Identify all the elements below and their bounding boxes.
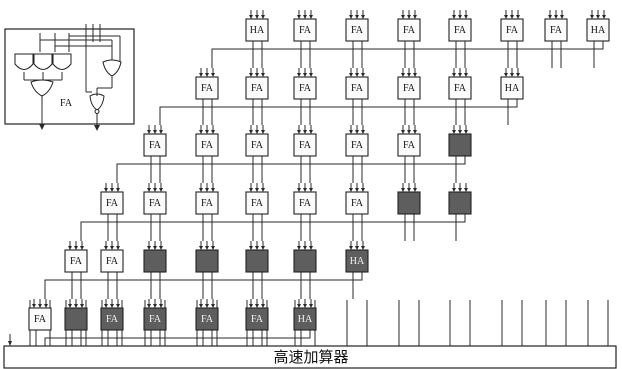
adder-cell-label: FA bbox=[201, 198, 214, 209]
adder-cell: FA bbox=[196, 77, 218, 99]
adder-cell: HA bbox=[346, 250, 368, 272]
adder-cell-label: FA bbox=[149, 140, 162, 151]
adder-cell bbox=[449, 134, 471, 156]
adder-cell: FA bbox=[196, 192, 218, 214]
adder-cell: FA bbox=[346, 19, 368, 41]
adder-cell: FA bbox=[101, 308, 123, 330]
adder-cell: FA bbox=[294, 134, 316, 156]
adder-cell-box bbox=[449, 192, 471, 214]
adder-cell: FA bbox=[246, 134, 268, 156]
adder-cell-label: FA bbox=[454, 83, 467, 94]
adder-cell-label: HA bbox=[250, 25, 265, 36]
adder-cell: FA bbox=[65, 250, 87, 272]
adder-cell-box bbox=[398, 192, 420, 214]
adder-cell: FA bbox=[398, 134, 420, 156]
adder-cell-label: FA bbox=[351, 140, 364, 151]
adder-cell-label: FA bbox=[201, 140, 214, 151]
adder-cell-box bbox=[449, 134, 471, 156]
inset-full-adder-schematic: FA bbox=[5, 24, 134, 131]
adder-cell-label: FA bbox=[251, 314, 264, 325]
adder-cell: HA bbox=[294, 308, 316, 330]
adder-cell-label: HA bbox=[298, 314, 313, 325]
adder-cell-label: HA bbox=[591, 25, 606, 36]
adder-cell-label: FA bbox=[149, 198, 162, 209]
adder-cell-box bbox=[144, 250, 166, 272]
adder-cell bbox=[294, 250, 316, 272]
adder-cell: FA bbox=[398, 77, 420, 99]
adder-cell-label: FA bbox=[201, 314, 214, 325]
adder-cell bbox=[144, 250, 166, 272]
adder-cell-label: HA bbox=[505, 83, 520, 94]
adder-cell: HA bbox=[501, 77, 523, 99]
adder-cell-label: FA bbox=[351, 198, 364, 209]
adder-cell: FA bbox=[101, 192, 123, 214]
adder-cell bbox=[246, 250, 268, 272]
adder-cell-label: FA bbox=[299, 140, 312, 151]
adder-cell: FA bbox=[346, 134, 368, 156]
adder-cell-label: FA bbox=[550, 25, 563, 36]
adder-cell bbox=[196, 250, 218, 272]
adder-cell: HA bbox=[246, 19, 268, 41]
adder-cell: FA bbox=[346, 192, 368, 214]
adder-cell-label: HA bbox=[350, 256, 365, 267]
adder-cell-label: FA bbox=[106, 256, 119, 267]
adder-cell-label: FA bbox=[299, 83, 312, 94]
adder-cell-label: FA bbox=[34, 314, 47, 325]
adder-cell: FA bbox=[29, 308, 51, 330]
adder-cell-label: FA bbox=[106, 198, 119, 209]
adder-cell-label: FA bbox=[106, 314, 119, 325]
adder-cell-label: FA bbox=[149, 314, 162, 325]
adder-cell-label: FA bbox=[506, 25, 519, 36]
adder-cell: FA bbox=[449, 77, 471, 99]
adder-cell: FA bbox=[398, 19, 420, 41]
adder-cell bbox=[65, 308, 87, 330]
adder-cell: FA bbox=[196, 308, 218, 330]
adder-cell bbox=[449, 192, 471, 214]
adder-cell-label: FA bbox=[251, 198, 264, 209]
high-speed-adder-label: 高速加算器 bbox=[273, 348, 348, 366]
adder-cell: FA bbox=[294, 192, 316, 214]
adder-cell-box bbox=[294, 250, 316, 272]
adder-cell: HA bbox=[587, 19, 609, 41]
adder-cell-label: FA bbox=[299, 25, 312, 36]
adder-cell: FA bbox=[101, 250, 123, 272]
adder-cell-label: FA bbox=[201, 83, 214, 94]
adder-cell: FA bbox=[144, 134, 166, 156]
adder-cell: FA bbox=[196, 134, 218, 156]
adder-cell-label: FA bbox=[299, 198, 312, 209]
adder-cell: FA bbox=[246, 308, 268, 330]
inset-fa-label: FA bbox=[60, 98, 73, 109]
adder-cell: FA bbox=[449, 19, 471, 41]
adder-cell-box bbox=[65, 308, 87, 330]
adder-cell-label: FA bbox=[70, 256, 83, 267]
adder-cell-label: FA bbox=[454, 25, 467, 36]
adder-cell-box bbox=[246, 250, 268, 272]
adder-cell-box bbox=[196, 250, 218, 272]
adder-cell-label: FA bbox=[403, 25, 416, 36]
adder-cell: FA bbox=[501, 19, 523, 41]
high-speed-adder: 高速加算器 bbox=[4, 346, 616, 368]
adder-cell-label: FA bbox=[403, 83, 416, 94]
adder-cell: FA bbox=[246, 77, 268, 99]
adder-cell: FA bbox=[294, 77, 316, 99]
adder-cell-label: FA bbox=[351, 25, 364, 36]
adder-cell: FA bbox=[144, 192, 166, 214]
adder-cell bbox=[398, 192, 420, 214]
adder-cell-label: FA bbox=[251, 83, 264, 94]
adder-cell: FA bbox=[346, 77, 368, 99]
adder-cell: FA bbox=[545, 19, 567, 41]
adder-cell-label: FA bbox=[351, 83, 364, 94]
adder-cell: FA bbox=[246, 192, 268, 214]
adder-cell-label: FA bbox=[403, 140, 416, 151]
adder-cell: FA bbox=[294, 19, 316, 41]
adder-cell: FA bbox=[144, 308, 166, 330]
adder-cell-label: FA bbox=[251, 140, 264, 151]
